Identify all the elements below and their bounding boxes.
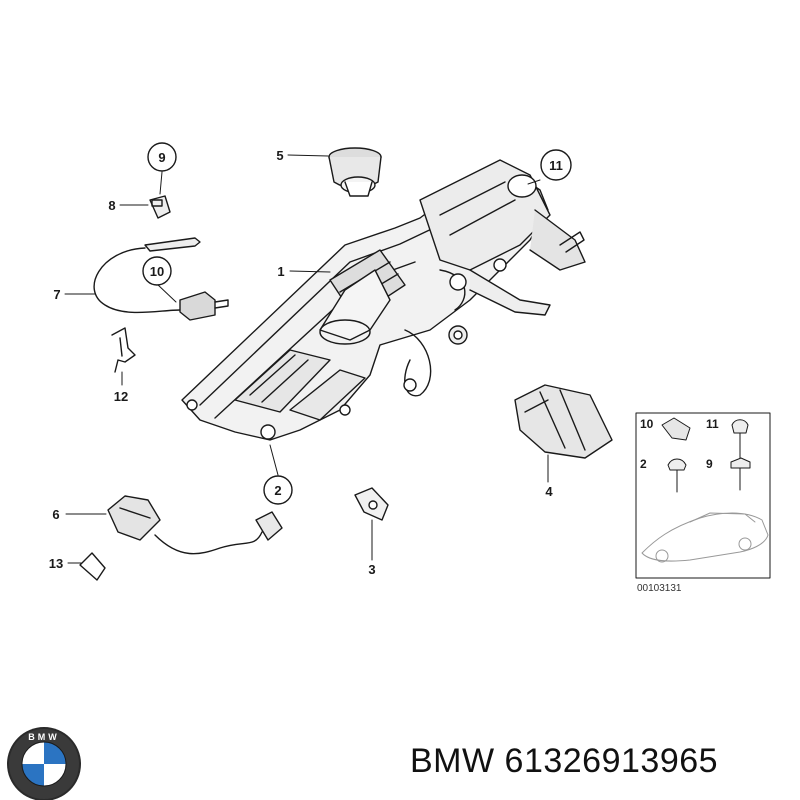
column-tube — [419, 159, 586, 316]
part-number-caption: BMW 61326913965 — [410, 736, 718, 786]
leader-lines — [64, 154, 549, 564]
callout-12: 12 — [114, 389, 128, 404]
inset-panel — [635, 412, 771, 579]
callout-labels: 9 10 11 2 8 7 1 5 12 6 13 3 4 — [49, 148, 563, 577]
bmw-logo — [7, 727, 81, 800]
inset-label-9: 9 — [706, 457, 713, 471]
clip-part-8 — [149, 195, 171, 219]
inset-labels: 10 11 2 9 00103131 — [637, 417, 719, 594]
actuator-part-4 — [514, 384, 613, 459]
logo-lettering: BMW — [28, 732, 60, 742]
bracket-part-3 — [354, 487, 389, 521]
callout-2: 2 — [274, 483, 281, 498]
lock-lever — [319, 269, 468, 397]
inset-label-11: 11 — [706, 417, 719, 431]
callout-7: 7 — [53, 287, 60, 302]
inset-label-2: 2 — [640, 457, 647, 471]
callout-10: 10 — [150, 264, 164, 279]
inset-label-10: 10 — [640, 417, 654, 431]
callout-5: 5 — [276, 148, 283, 163]
callout-11: 11 — [549, 158, 563, 173]
part-number: 61326913965 — [504, 741, 719, 780]
callout-13: 13 — [49, 556, 63, 571]
callout-6: 6 — [52, 507, 59, 522]
callout-circles — [142, 142, 572, 505]
module-part-6 — [79, 495, 283, 581]
callout-8: 8 — [108, 198, 115, 213]
callout-1: 1 — [277, 264, 284, 279]
callout-4: 4 — [545, 484, 553, 499]
brand-name: BMW — [410, 741, 495, 780]
bracket-part-12 — [111, 327, 136, 373]
callout-3: 3 — [368, 562, 375, 577]
callout-9: 9 — [158, 150, 165, 165]
sensor-cable-part-7 — [93, 237, 229, 321]
bushing-part-5 — [328, 147, 382, 197]
diagram-code: 00103131 — [637, 583, 682, 594]
